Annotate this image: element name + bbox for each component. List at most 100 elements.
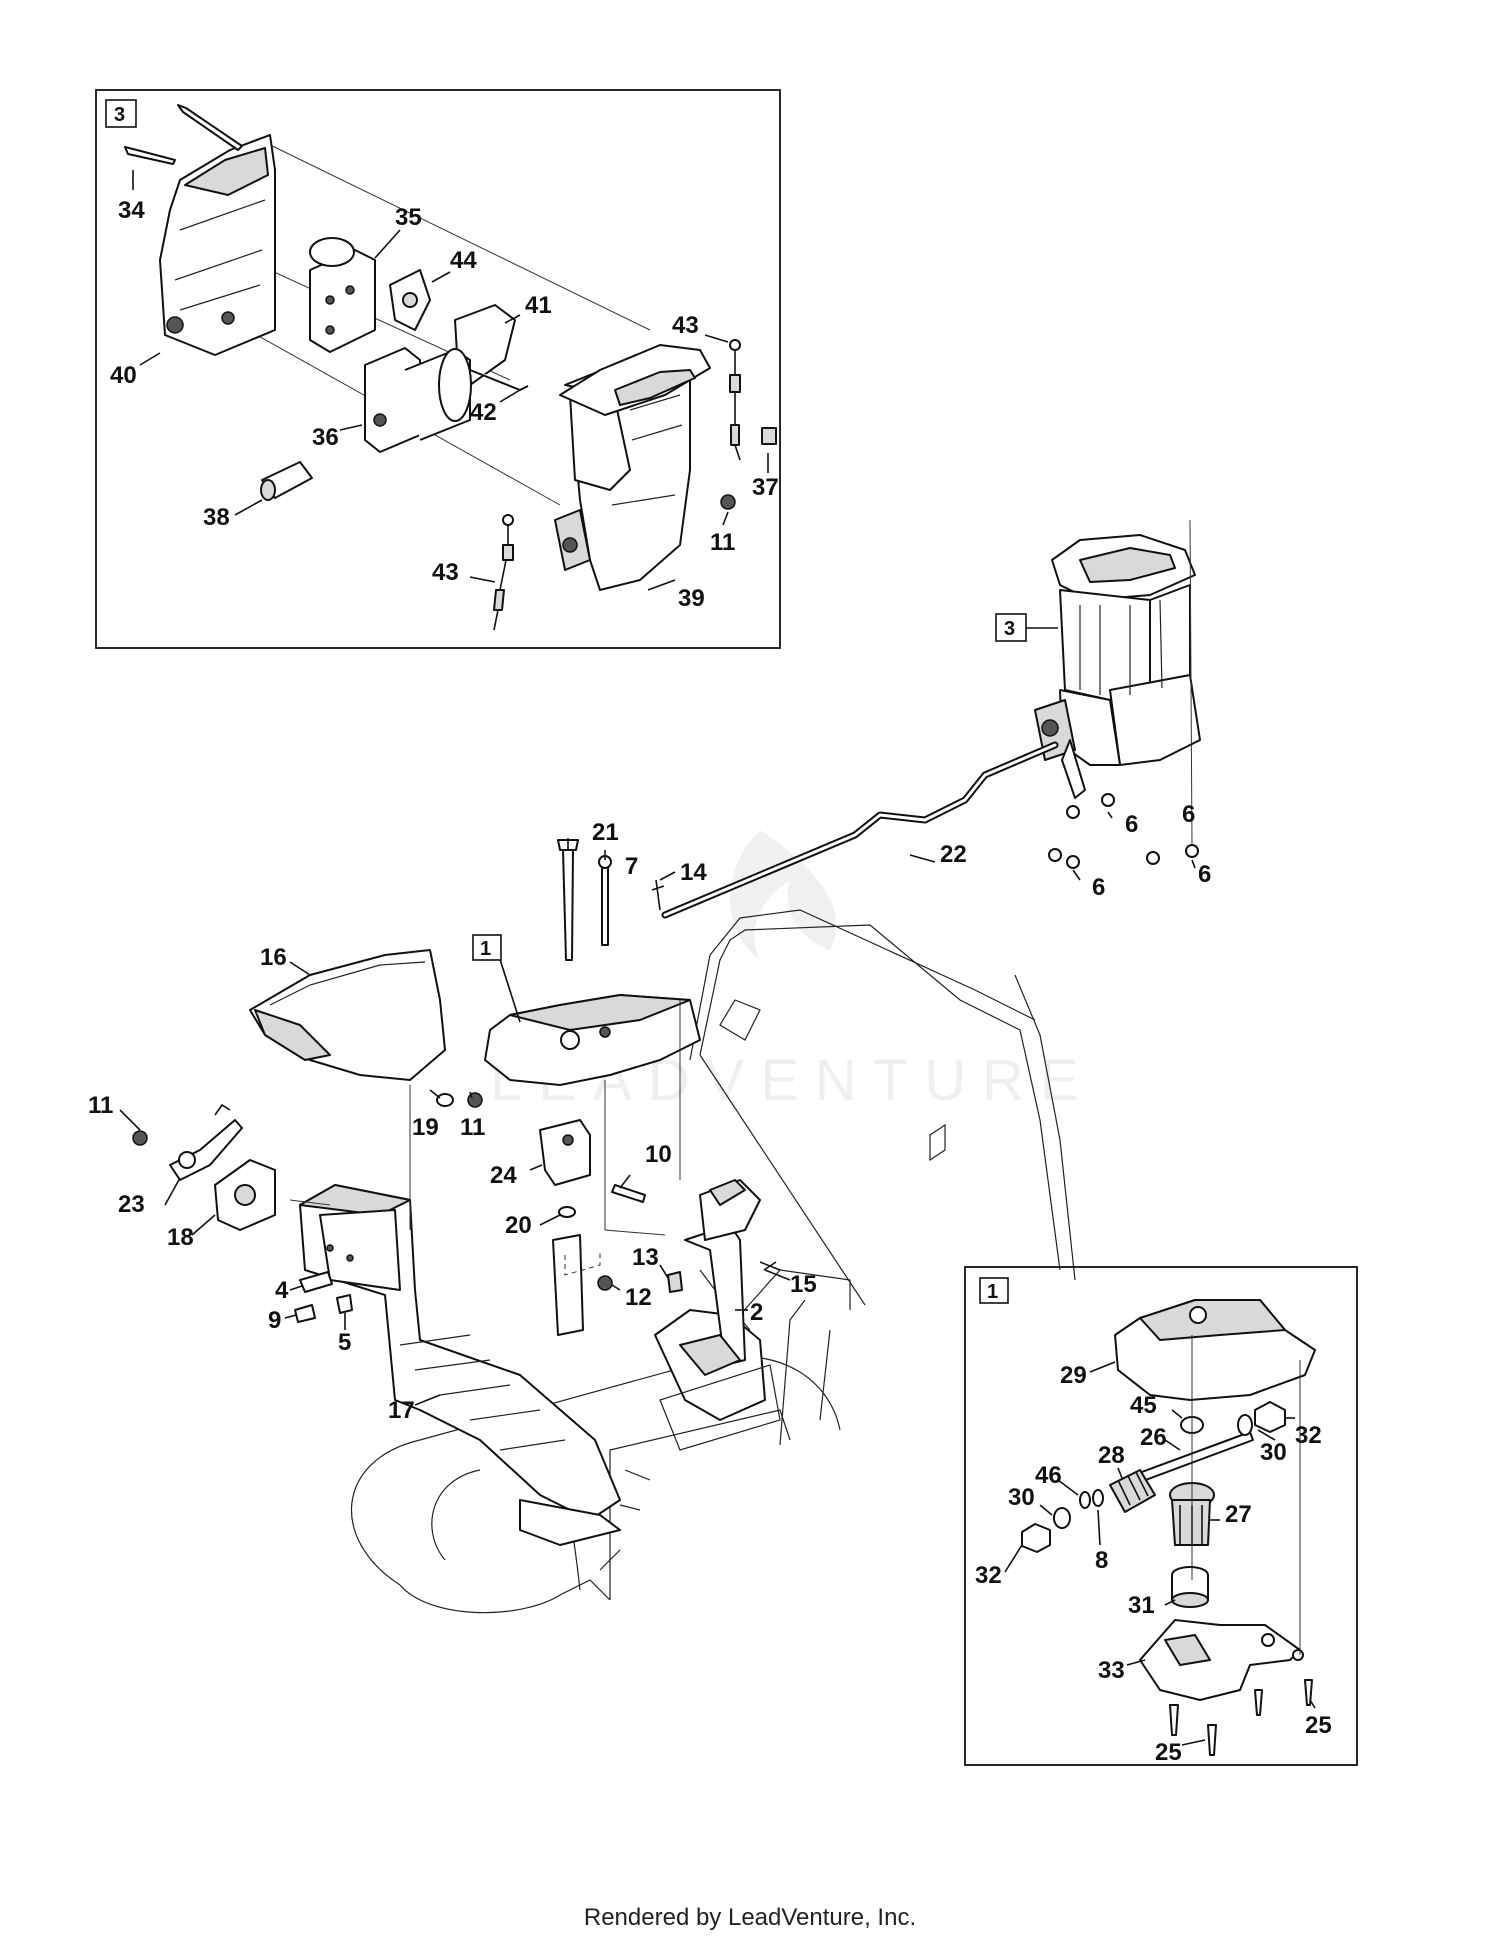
callout-5: 5: [338, 1329, 351, 1356]
nut-32-left: [1021, 1523, 1051, 1553]
discharge-chute-17: [299, 1184, 621, 1546]
callout-7: 7: [625, 853, 638, 880]
callout-6d: 6: [1182, 801, 1195, 828]
callout-32-right: 32: [1295, 1422, 1322, 1449]
upper-console: [559, 344, 711, 416]
callout-39: 39: [678, 585, 705, 612]
washer-30-right: [1237, 1414, 1253, 1436]
callout-6c: 6: [1198, 861, 1211, 888]
callout-34: 34: [118, 197, 145, 224]
callout-32-left: 32: [975, 1562, 1002, 1589]
callout-43a: 43: [672, 312, 699, 339]
inset-label-3: 3: [114, 104, 125, 126]
nut-11-box3: [720, 494, 736, 510]
callout-36: 36: [312, 424, 339, 451]
clip-15: [759, 1261, 781, 1271]
worm-gear-28: [1109, 1469, 1156, 1513]
callout-12: 12: [625, 1284, 652, 1311]
motor-35: [309, 237, 376, 353]
inset-frame-1: [964, 1266, 1358, 1766]
callout-15: 15: [790, 1271, 817, 1298]
callout-35: 35: [395, 204, 422, 231]
washer-19: [436, 1093, 454, 1107]
assembly-tag-box-3: [995, 613, 1027, 642]
washer-30-left: [1053, 1507, 1071, 1529]
callout-25a: 25: [1305, 1712, 1332, 1739]
callout-40: 40: [110, 362, 137, 389]
callout-4: 4: [275, 1277, 289, 1304]
bolt-5: [336, 1294, 353, 1314]
footer-credit: Rendered by LeadVenture, Inc.: [583, 1904, 917, 1931]
callout-44: 44: [450, 247, 477, 274]
callout-41: 41: [525, 292, 552, 319]
screw-25d: [1304, 1679, 1313, 1706]
shift-cover-29: [1114, 1299, 1316, 1401]
shift-cover-1: [484, 994, 701, 1086]
assembly-tag-1: 1: [480, 938, 491, 960]
assembly-tag-3: 3: [1004, 618, 1015, 640]
callout-29: 29: [1060, 1362, 1087, 1389]
bolt-9: [294, 1304, 316, 1323]
pin-14: [651, 879, 665, 911]
callout-10: 10: [645, 1141, 672, 1168]
callout-6a: 6: [1125, 811, 1138, 838]
screw-25b: [1207, 1724, 1217, 1756]
nut-32-right: [1254, 1401, 1286, 1433]
inset-label-box-3: [105, 99, 137, 128]
pin-10: [611, 1184, 646, 1203]
callout-25b: 25: [1155, 1739, 1182, 1766]
cable-43-left: [493, 514, 514, 631]
inset-frame-3: [95, 89, 781, 649]
leads-box1: [1004, 1361, 1316, 1746]
callout-22: 22: [940, 841, 967, 868]
leads-box3: [132, 170, 769, 591]
gear-case-18: [214, 1159, 276, 1231]
callout-2: 2: [750, 1299, 763, 1326]
callout-31: 31: [1128, 1592, 1155, 1619]
nut-12: [597, 1275, 613, 1291]
callout-30-right: 30: [1260, 1439, 1287, 1466]
leads-main: [119, 811, 1196, 1406]
callout-23: 23: [118, 1191, 145, 1218]
callout-11-left: 11: [88, 1092, 113, 1119]
bolt-4: [299, 1271, 333, 1293]
bolt-34b: [124, 146, 176, 165]
callout-16: 16: [260, 944, 287, 971]
callout-18: 18: [167, 1224, 194, 1251]
callout-28: 28: [1098, 1442, 1125, 1469]
callout-17: 17: [388, 1397, 415, 1424]
bracket-24: [539, 1119, 591, 1186]
coupler-38: [260, 461, 313, 501]
callout-14: 14: [680, 859, 707, 886]
clip-37: [761, 427, 777, 445]
motor-36: [364, 347, 472, 453]
chute-base-2: [654, 1179, 781, 1451]
callout-20: 20: [505, 1212, 532, 1239]
nut-11-center: [467, 1092, 483, 1108]
callout-27: 27: [1225, 1501, 1252, 1528]
callout-9: 9: [268, 1307, 281, 1334]
callout-42: 42: [470, 399, 497, 426]
assembly-tag-box-1: [472, 934, 502, 961]
screw-25a: [1169, 1704, 1179, 1736]
callout-46: 46: [1035, 1462, 1062, 1489]
callout-45: 45: [1130, 1392, 1157, 1419]
washer-46: [1079, 1491, 1091, 1509]
callout-13: 13: [632, 1244, 659, 1271]
callout-11-box3: 11: [710, 529, 735, 556]
callout-30-left: 30: [1008, 1484, 1035, 1511]
screw-25c: [1254, 1689, 1263, 1716]
callout-33: 33: [1098, 1657, 1125, 1684]
callout-43b: 43: [432, 559, 459, 586]
mount-bracket-33: [1139, 1619, 1304, 1701]
callout-11-center: 11: [460, 1114, 485, 1141]
cable-43-right: [729, 339, 741, 461]
callout-19: 19: [412, 1114, 439, 1141]
callout-26: 26: [1140, 1424, 1167, 1451]
clip-13: [667, 1271, 683, 1293]
bolt-7: [601, 864, 609, 946]
bolt-21: [562, 849, 574, 961]
callout-6b: 6: [1092, 874, 1105, 901]
chute-control-assembly: [1034, 534, 1201, 799]
